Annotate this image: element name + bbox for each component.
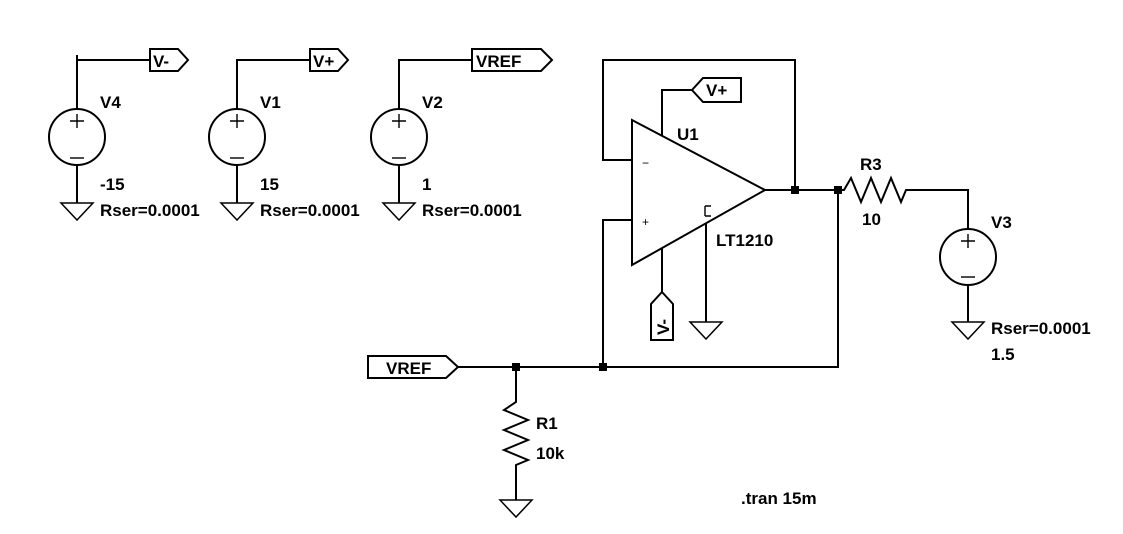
v1-value: 15: [260, 175, 279, 194]
opamp-supply-pos: V+: [706, 81, 727, 100]
net-flag-v-minus[interactable]: V-: [149, 48, 190, 72]
ground-icon: [688, 321, 724, 341]
ground-icon: [950, 321, 986, 341]
opamp-name: U1: [677, 125, 699, 144]
v2-name: V2: [422, 93, 443, 112]
v3-rser: Rser=0.0001: [991, 319, 1091, 338]
v4-name: V4: [100, 93, 121, 112]
r3-value: 10: [862, 210, 881, 229]
spice-directive[interactable]: .tran 15m: [741, 489, 817, 508]
net-flag-vref-input[interactable]: VREF: [367, 355, 460, 379]
r1-name: R1: [536, 414, 558, 433]
opamp-u1[interactable]: − + U1 LT1210: [602, 59, 839, 368]
vref-input-label: VREF: [386, 359, 431, 378]
resistor-r3[interactable]: R3 10: [837, 155, 969, 229]
source-v4[interactable]: V4 -15 Rser=0.0001: [48, 55, 200, 222]
net-flag-opamp-vminus[interactable]: V-: [650, 290, 674, 341]
junction-dot: [599, 363, 607, 371]
net-flag-vref-top[interactable]: VREF: [471, 48, 554, 72]
v3-name: V3: [991, 213, 1012, 232]
opamp-minus-sign: −: [642, 156, 649, 170]
v2-value: 1: [422, 175, 431, 194]
v1-net-label: V+: [313, 52, 334, 71]
resistor-r1[interactable]: R1 10k: [498, 366, 565, 519]
junction-dot: [834, 186, 842, 194]
ground-icon: [219, 202, 255, 222]
junction-dot: [791, 186, 799, 194]
r1-value: 10k: [536, 444, 565, 463]
opamp-supply-neg: V-: [654, 319, 673, 335]
net-flag-v-plus[interactable]: V+: [309, 48, 350, 72]
opamp-plus-sign: +: [642, 215, 649, 229]
ground-icon: [381, 202, 417, 222]
opamp-model: LT1210: [716, 231, 773, 250]
ground-icon: [59, 202, 95, 222]
v1-rser: Rser=0.0001: [260, 201, 360, 220]
ground-icon: [498, 499, 534, 519]
source-v2[interactable]: V2 1 Rser=0.0001: [370, 59, 522, 222]
source-v3[interactable]: V3 Rser=0.0001 1.5: [939, 213, 1091, 364]
net-flag-opamp-vplus[interactable]: V+: [690, 77, 742, 103]
v2-rser: Rser=0.0001: [422, 201, 522, 220]
v4-net-label: V-: [153, 52, 169, 71]
output-return-wire: [602, 189, 839, 368]
junction-dot: [512, 363, 520, 371]
r3-name: R3: [860, 155, 882, 174]
v3-value: 1.5: [991, 345, 1015, 364]
v1-name: V1: [260, 93, 281, 112]
v2-net-label: VREF: [476, 52, 521, 71]
v4-value: -15: [100, 175, 125, 194]
v4-rser: Rser=0.0001: [100, 201, 200, 220]
source-v1[interactable]: V1 15 Rser=0.0001: [208, 59, 360, 222]
